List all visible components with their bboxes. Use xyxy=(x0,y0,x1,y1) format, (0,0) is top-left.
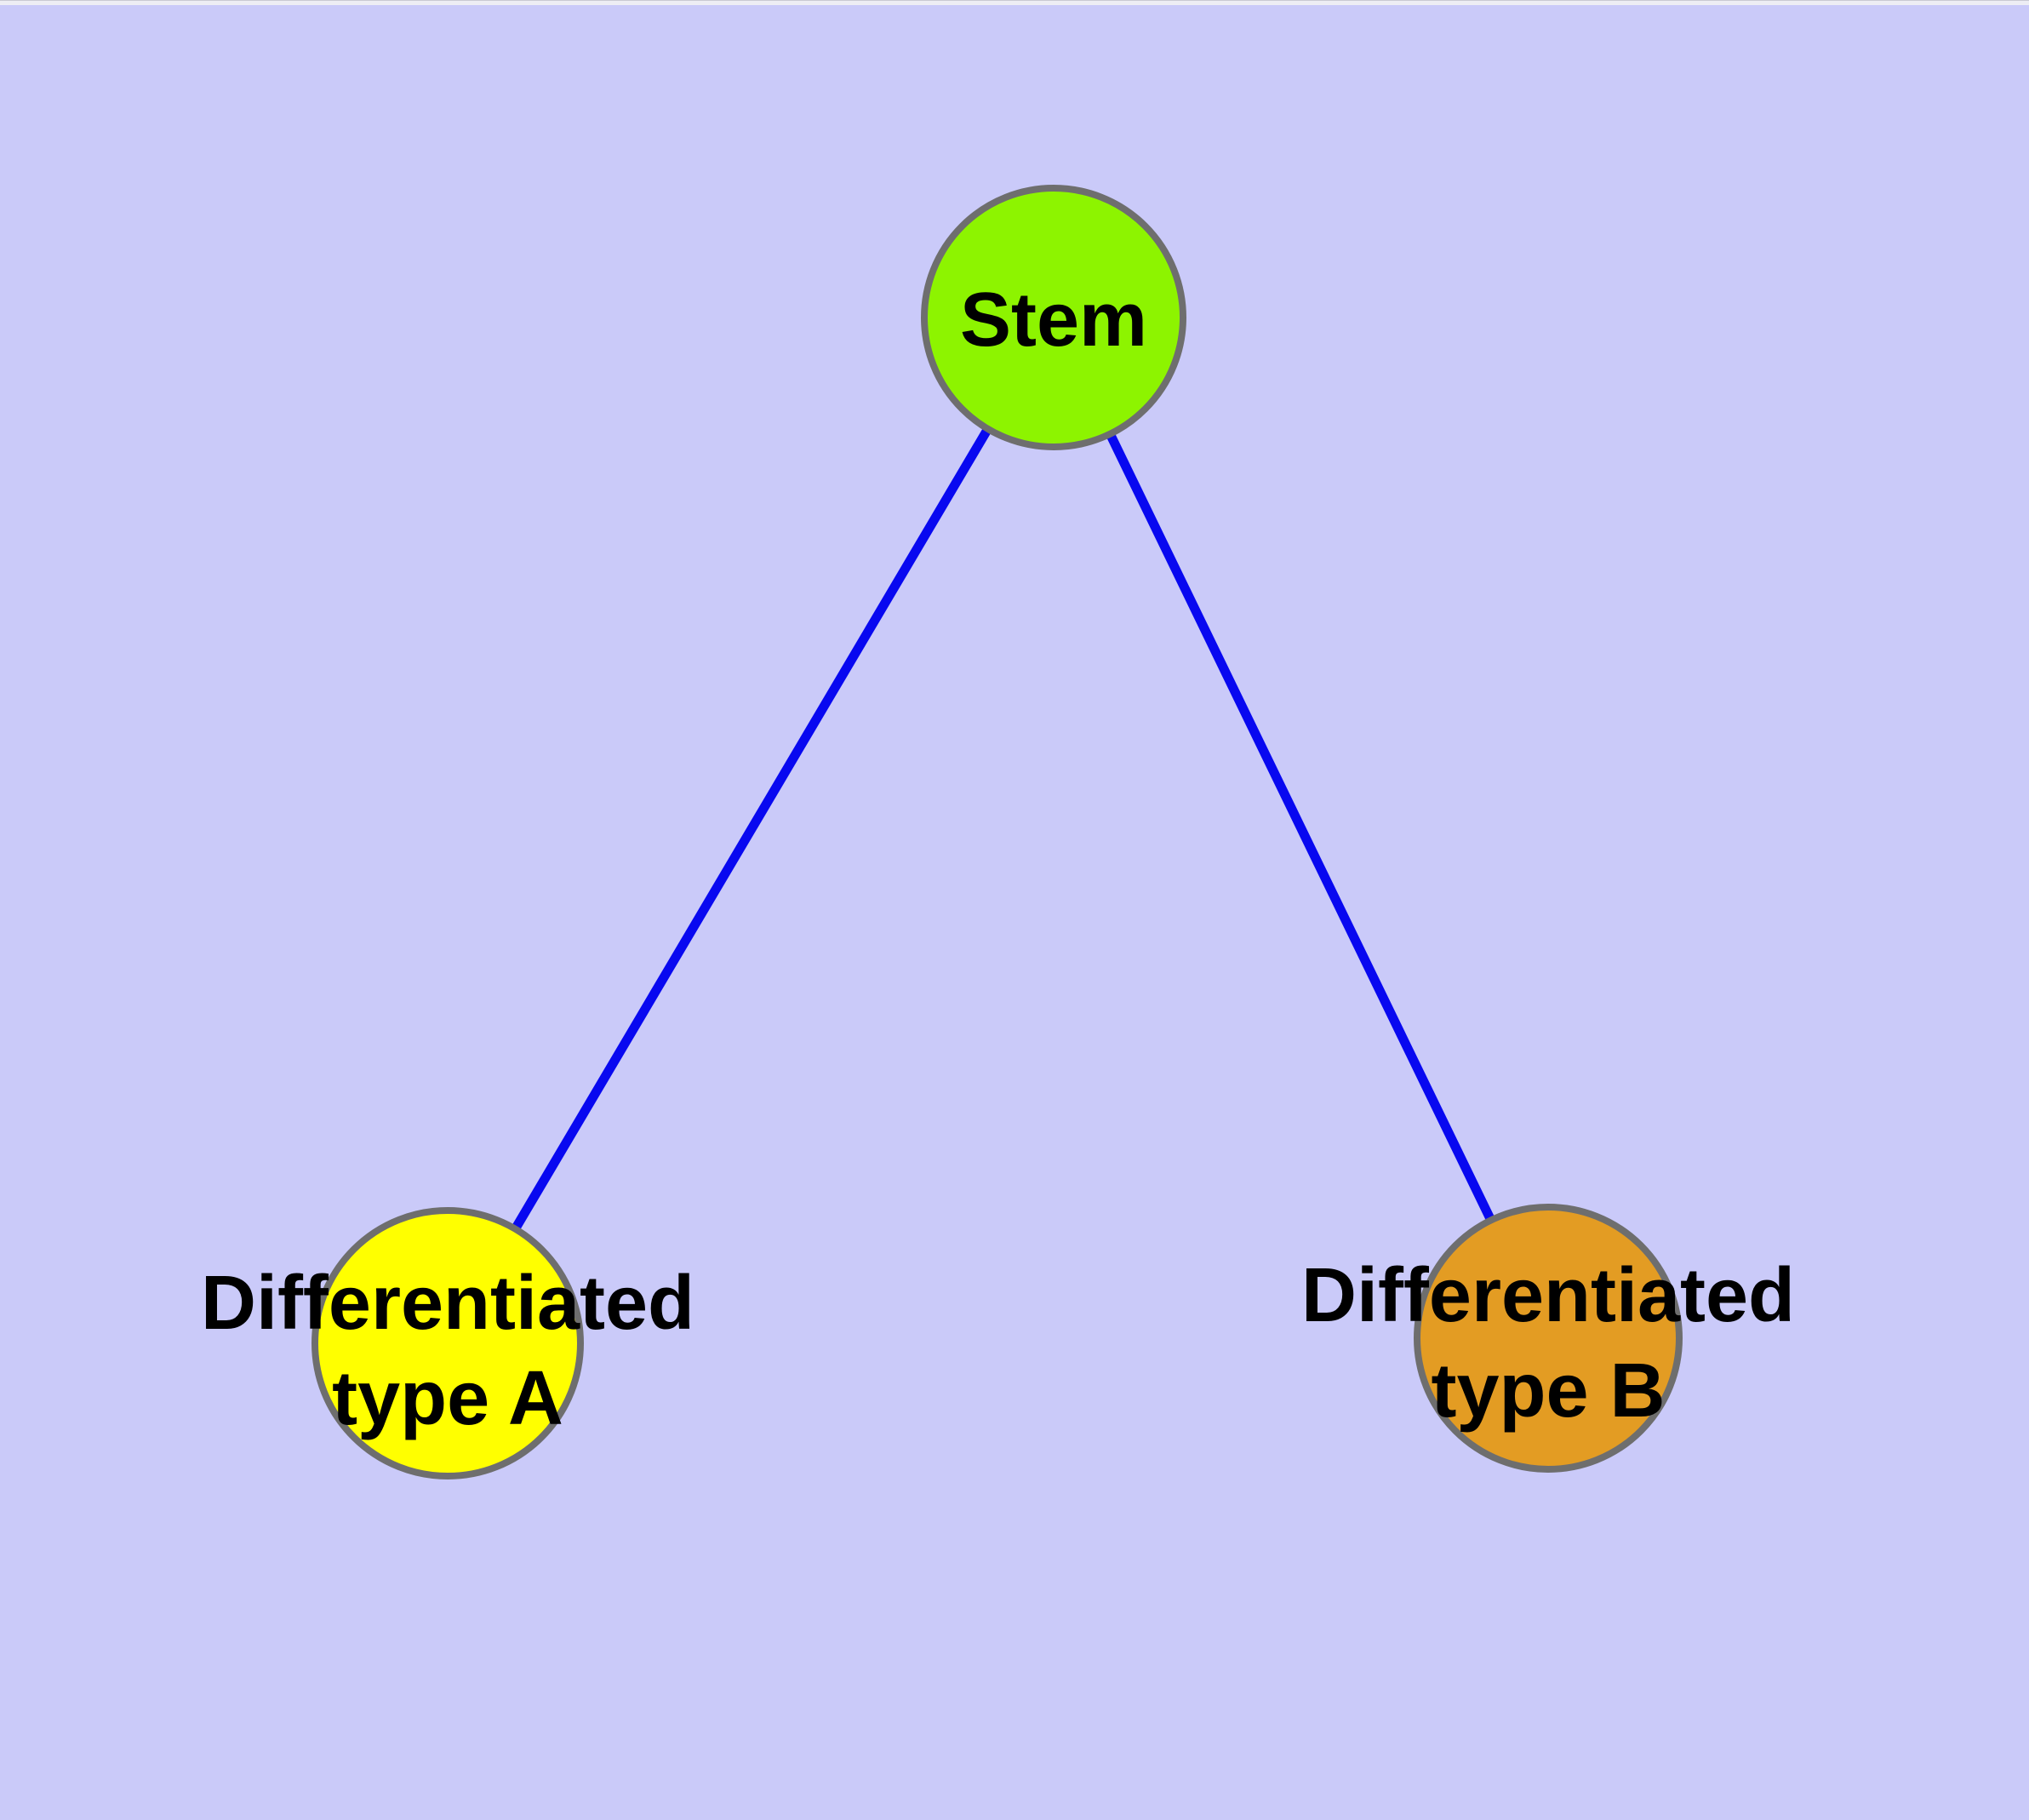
node-type-b-label-line2: type B xyxy=(1431,1348,1665,1434)
node-differentiated-type-b xyxy=(1414,1204,1683,1473)
node-type-a-label-line1: Differentiated xyxy=(201,1261,694,1346)
edge-stem-to-type-a xyxy=(443,312,1059,1348)
node-type-b-label-line1: Differentiated xyxy=(1301,1253,1795,1338)
window-top-strip xyxy=(0,1,2029,5)
window-top-strip-edge xyxy=(0,0,2029,1)
node-stem xyxy=(921,185,1186,450)
node-differentiated-type-a xyxy=(311,1207,584,1479)
node-type-a-label-line2: type A xyxy=(332,1356,563,1441)
edge-stem-to-type-b xyxy=(1049,312,1553,1343)
node-stem-label: Stem xyxy=(960,278,1147,363)
